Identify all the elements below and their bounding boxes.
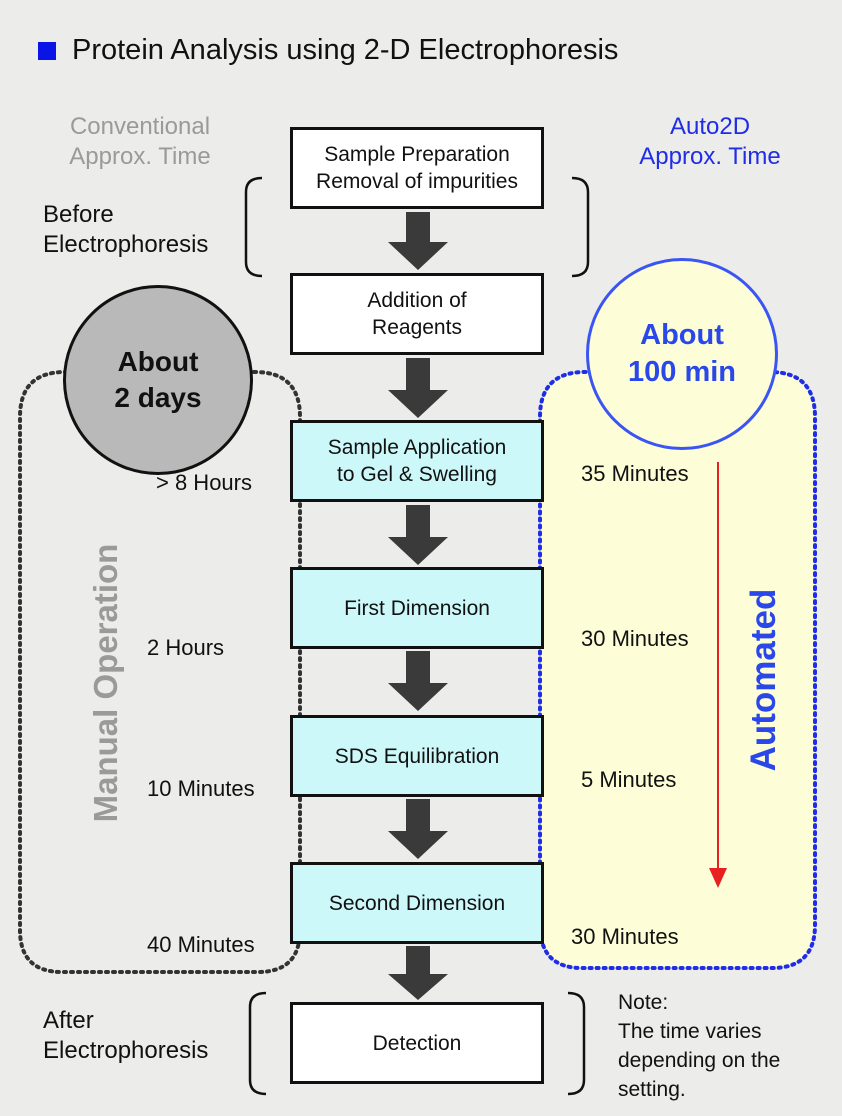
- auto-time-sample-application: 35 Minutes: [581, 461, 689, 486]
- auto-time-first-dimension: 30 Minutes: [581, 626, 689, 651]
- flow-arrow-2: [388, 358, 448, 418]
- step-addition-of-reagents: Addition of Reagents: [290, 273, 544, 355]
- flow-arrow-1: [388, 212, 448, 270]
- note-text: Note: The time varies depending on the s…: [618, 991, 781, 1101]
- auto-total-time-circle: About 100 min: [586, 258, 778, 450]
- step-label: Sample Application to Gel & Swelling: [327, 436, 507, 486]
- conventional-time-header: Conventional Approx. Time: [69, 113, 211, 170]
- step-second-dimension: Second Dimension: [290, 862, 544, 944]
- step-first-dimension: First Dimension: [290, 567, 544, 649]
- flow-arrow-6: [388, 946, 448, 1000]
- after-electrophoresis-label: After Electrophoresis: [43, 1007, 209, 1064]
- step-sample-application: Sample Application to Gel & Swelling: [290, 420, 544, 502]
- step-label: First Dimension: [344, 596, 490, 620]
- step-sample-preparation: Sample Preparation Removal of impurities: [290, 127, 544, 209]
- left-bracket-top: [244, 176, 263, 278]
- automated-arrow-head: [709, 868, 727, 888]
- before-electrophoresis-label: Before Electrophoresis: [43, 201, 209, 258]
- auto-time-sds-equilibration: 5 Minutes: [581, 767, 677, 792]
- manual-time-second-dimension: 40 Minutes: [147, 932, 255, 957]
- title-bar: Protein Analysis using 2-D Electrophores…: [38, 34, 618, 67]
- right-bracket-top: [571, 176, 590, 278]
- manual-time-sample-application: > 8 Hours: [156, 470, 252, 495]
- square-bullet-icon: [38, 41, 56, 60]
- step-label: SDS Equilibration: [334, 744, 500, 768]
- manual-total-time-circle: About 2 days: [63, 285, 253, 475]
- step-label: Second Dimension: [328, 891, 506, 915]
- manual-operation-label: Manual Operation: [87, 543, 124, 823]
- automated-region: [538, 370, 817, 970]
- step-label: Detection: [372, 1031, 462, 1055]
- manual-time-first-dimension: 2 Hours: [147, 635, 225, 660]
- diagram-title: Protein Analysis using 2-D Electrophores…: [72, 34, 619, 66]
- step-sds-equilibration: SDS Equilibration: [290, 715, 544, 797]
- auto-time-second-dimension: 30 Minutes: [571, 924, 679, 949]
- flow-arrows: [388, 212, 448, 1000]
- flow-arrow-4: [388, 651, 448, 711]
- right-bracket-bottom: [567, 991, 586, 1096]
- left-bracket-bottom: [248, 991, 267, 1096]
- automated-label: Automated: [744, 588, 783, 772]
- manual-time-sds-equilibration: 10 Minutes: [147, 776, 255, 801]
- flow-arrow-5: [388, 799, 448, 859]
- step-label: Addition of Reagents: [367, 289, 467, 339]
- auto2d-time-header: Auto2D Approx. Time: [639, 113, 781, 170]
- step-label: Sample Preparation Removal of impurities: [316, 143, 518, 193]
- flow-arrow-3: [388, 505, 448, 565]
- step-detection: Detection: [290, 1002, 544, 1084]
